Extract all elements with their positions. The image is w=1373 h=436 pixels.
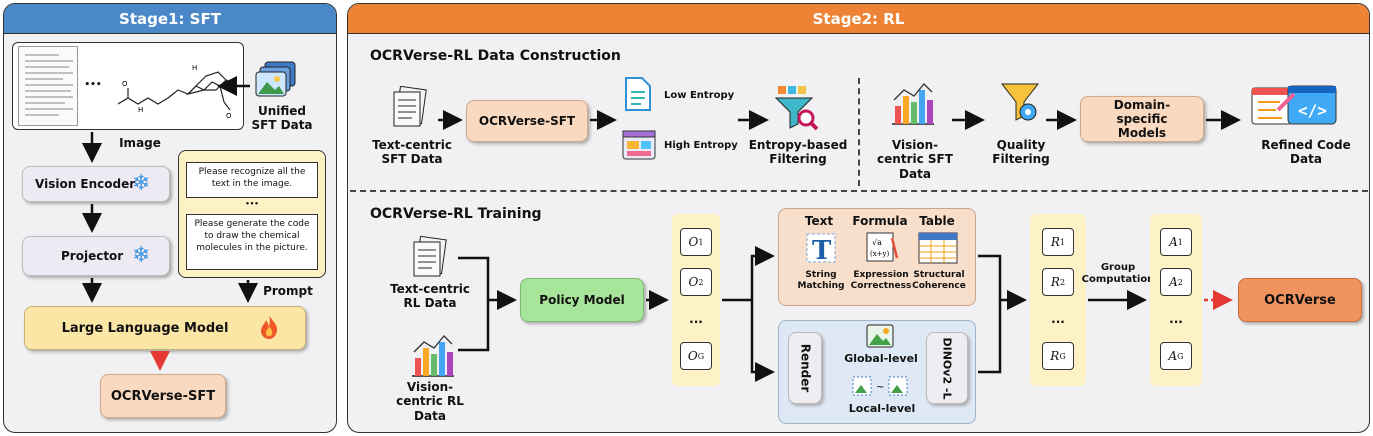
unified-data-label: Unified SFT Data — [251, 104, 313, 133]
text-reward-title: Text — [804, 214, 834, 228]
bar-chart-icon — [890, 80, 936, 126]
construction-divider — [858, 78, 860, 186]
construction-title: OCRVerse-RL Data Construction — [370, 48, 621, 64]
global-level-label: Global-level — [844, 352, 918, 365]
samples-ellipsis: ••• — [84, 80, 102, 90]
table-icon — [918, 232, 958, 264]
reward-ellipsis: ... — [1051, 312, 1065, 326]
image-gallery-icon — [255, 60, 299, 100]
expression-label: Expression Correctness — [850, 270, 912, 291]
patch-compare-icon: ~ — [852, 374, 908, 398]
prompt-ellipsis: ••• — [245, 200, 259, 208]
final-model-box: OCRVerse — [1238, 278, 1362, 322]
domain-models-label: Domain-specific Models — [1113, 98, 1171, 140]
fire-icon — [258, 314, 280, 340]
vision-encoder-label: Vision Encoder — [35, 177, 136, 191]
layout-window-icon — [622, 130, 656, 160]
svg-text:~: ~ — [876, 382, 884, 393]
refined-code-label: Refined Code Data — [1261, 138, 1351, 167]
document-stack-icon — [406, 235, 450, 282]
output-ellipsis: ... — [689, 312, 703, 326]
dinov2-box: DINOv2 -L — [926, 332, 968, 404]
structural-label: Structural Coherence — [912, 270, 966, 291]
svg-text:</>: </> — [1298, 101, 1327, 120]
llm-box: Large Language Model — [24, 306, 306, 350]
string-matching-label: String Matching — [797, 270, 845, 291]
section-divider — [350, 190, 1368, 192]
llm-label: Large Language Model — [61, 320, 229, 336]
code-icon: </> — [1250, 80, 1340, 130]
stage1-output-label: OCRVerse-SFT — [110, 388, 216, 404]
image-icon — [866, 324, 894, 348]
snowflake-icon: ❄ — [132, 243, 151, 268]
advantage-ellipsis: ... — [1169, 312, 1183, 326]
training-title: OCRVerse-RL Training — [370, 206, 542, 222]
svg-text:√a: √a — [872, 238, 882, 247]
text-rl-label: Text-centric RL Data — [390, 282, 470, 311]
group-computation-label: Group Computation — [1081, 262, 1155, 285]
stage1-header: Stage1: SFT — [4, 4, 336, 34]
svg-text:H: H — [138, 106, 143, 114]
construction-sft-box: OCRVerse-SFT — [466, 100, 588, 142]
image-label: Image — [119, 136, 161, 150]
stage1-output-box: OCRVerse-SFT — [100, 374, 226, 418]
text-t-icon: T — [804, 232, 838, 266]
bar-chart-icon — [410, 332, 456, 378]
svg-text:T: T — [812, 236, 832, 264]
domain-models-box: Domain-specific Models — [1080, 96, 1204, 142]
svg-text:H: H — [192, 64, 197, 72]
policy-model-label: Policy Model — [539, 293, 625, 307]
formula-reward-title: Formula — [852, 214, 908, 228]
quality-filter-label: Quality Filtering — [992, 138, 1050, 167]
svg-text:O: O — [122, 80, 128, 88]
funnel-search-icon — [772, 84, 820, 132]
local-level-label: Local-level — [848, 402, 916, 415]
document-stack-icon — [386, 85, 430, 132]
quality-filter-icon — [998, 78, 1042, 126]
entropy-filter-label: Entropy-based Filtering — [748, 138, 848, 167]
svg-text:(x+y): (x+y) — [870, 250, 889, 258]
final-model-label: OCRVerse — [1264, 292, 1336, 308]
render-box: Render — [788, 332, 822, 404]
formula-icon: √a (x+y) — [864, 230, 899, 264]
prompt-text-2: Please generate the code to draw the che… — [186, 214, 318, 270]
prompt-label: Prompt — [263, 284, 313, 298]
low-entropy-label: Low Entropy — [664, 90, 735, 101]
document-icon — [624, 76, 652, 112]
vision-encoder-box: Vision Encoder — [22, 166, 170, 202]
vision-centric-sft-label: Vision-centric SFT Data — [877, 138, 953, 181]
snowflake-icon: ❄ — [132, 171, 151, 196]
policy-model-box: Policy Model — [520, 278, 644, 322]
text-centric-sft-label: Text-centric SFT Data — [372, 138, 452, 167]
prompt-text-1: Please recognize all the text in the ima… — [186, 162, 318, 198]
vision-rl-label: Vision-centric RL Data — [396, 380, 464, 423]
document-thumbnail — [18, 46, 78, 126]
projector-label: Projector — [61, 249, 124, 263]
projector-box: Projector — [22, 236, 170, 276]
stage2-header: Stage2: RL — [348, 4, 1369, 34]
svg-text:O: O — [226, 112, 232, 120]
construction-sft-label: OCRVerse-SFT — [478, 114, 576, 128]
table-reward-title: Table — [919, 214, 955, 228]
high-entropy-label: High Entropy — [664, 140, 738, 151]
